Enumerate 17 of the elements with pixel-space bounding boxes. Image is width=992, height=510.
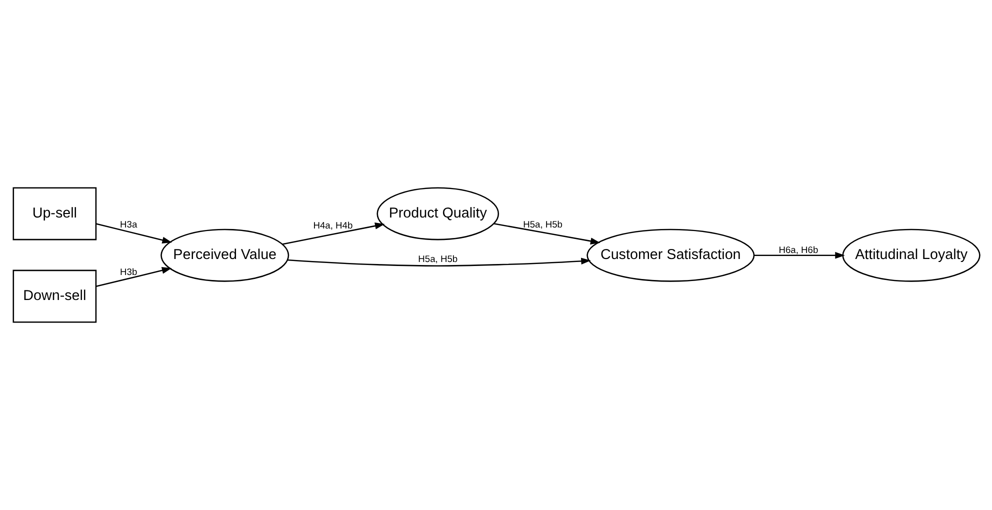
node-ellipse: Attitudinal Loyalty [842,228,980,282]
arrow [754,252,844,259]
edge-label: H3b [120,267,137,278]
arrow [286,258,590,266]
arrow [95,267,172,288]
arrow [95,223,172,244]
node-box: Down-sell [12,270,96,323]
arrow [493,223,600,244]
edge-label: H6a, H6b [778,244,818,255]
edge-label: H3a [120,220,137,230]
arrow [282,222,384,245]
node-ellipse: Customer Satisfaction [586,228,754,282]
edge-label: H5a, H5b [522,220,562,230]
node-box: Up-sell [12,187,96,240]
node-ellipse: Product Quality [376,187,499,240]
edge-label: H4a, H4b [312,220,352,230]
edge-label: H5a, H5b [418,254,458,264]
